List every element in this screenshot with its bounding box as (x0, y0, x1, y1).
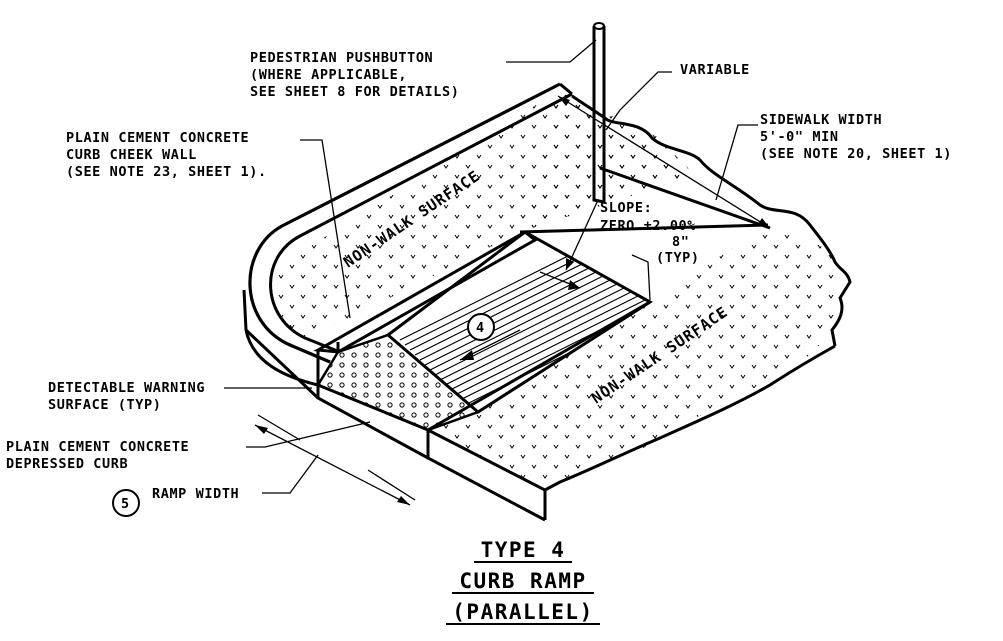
note-circle-ramp: 4 (467, 313, 495, 341)
label-depressed-curb: PLAIN CEMENT CONCRETE DEPRESSED CURB (6, 439, 189, 472)
title-line1: TYPE 4 (481, 538, 566, 562)
title-block: TYPE 4 CURB RAMP (PARALLEL) (446, 538, 600, 625)
cheek-wall-line3: (SEE NOTE 23, SHEET 1). (66, 164, 267, 180)
label-slope: SLOPE: ZERO ±2.00% (600, 200, 696, 234)
sidewalk-width-line1: SIDEWALK WIDTH (760, 112, 882, 128)
pushbutton-line1: PEDESTRIAN PUSHBUTTON (250, 50, 433, 66)
note-circle-width: 5 (112, 489, 140, 517)
detectable-line2: SURFACE (TYP) (48, 397, 161, 413)
cheek-wall-line2: CURB CHEEK WALL (66, 147, 197, 163)
depressed-curb-line2: DEPRESSED CURB (6, 456, 128, 472)
label-pushbutton: PEDESTRIAN PUSHBUTTON (WHERE APPLICABLE,… (250, 50, 459, 100)
depressed-curb-line1: PLAIN CEMENT CONCRETE (6, 439, 189, 455)
cheek-wall-line1: PLAIN CEMENT CONCRETE (66, 130, 249, 146)
slope-line1: SLOPE: (600, 200, 652, 216)
detectable-warning-surface (316, 333, 481, 432)
note-width-number: 5 (121, 496, 130, 512)
leader-lines (224, 39, 771, 506)
slope-line2: ZERO ±2.00% (600, 218, 696, 234)
pushbutton-line2: (WHERE APPLICABLE, (250, 67, 407, 83)
sidewalk-landing (519, 90, 852, 347)
label-sidewalk-width: SIDEWALK WIDTH 5'-0" MIN (SEE NOTE 20, S… (760, 112, 952, 162)
height-line1: 8" (672, 234, 689, 250)
note-ramp-number: 4 (476, 320, 485, 336)
label-height: 8" (TYP) (656, 234, 700, 266)
detectable-line1: DETECTABLE WARNING (48, 380, 205, 396)
height-line2: (TYP) (656, 250, 700, 266)
pushbutton-post (592, 22, 606, 204)
label-ramp-width: RAMP WIDTH (152, 486, 239, 502)
title-line3: (PARALLEL) (452, 600, 593, 624)
sidewalk-width-line2: 5'-0" MIN (760, 129, 839, 145)
pushbutton-line3: SEE SHEET 8 FOR DETAILS) (250, 84, 459, 100)
label-cheek-wall: PLAIN CEMENT CONCRETE CURB CHEEK WALL (S… (66, 130, 267, 180)
arrowheads (255, 96, 770, 505)
label-variable: VARIABLE (680, 62, 750, 78)
sidewalk-width-line3: (SEE NOTE 20, SHEET 1) (760, 146, 952, 162)
label-detectable-warning: DETECTABLE WARNING SURFACE (TYP) (48, 380, 205, 413)
title-line2: CURB RAMP (459, 569, 586, 593)
depressed-curb (244, 328, 429, 460)
